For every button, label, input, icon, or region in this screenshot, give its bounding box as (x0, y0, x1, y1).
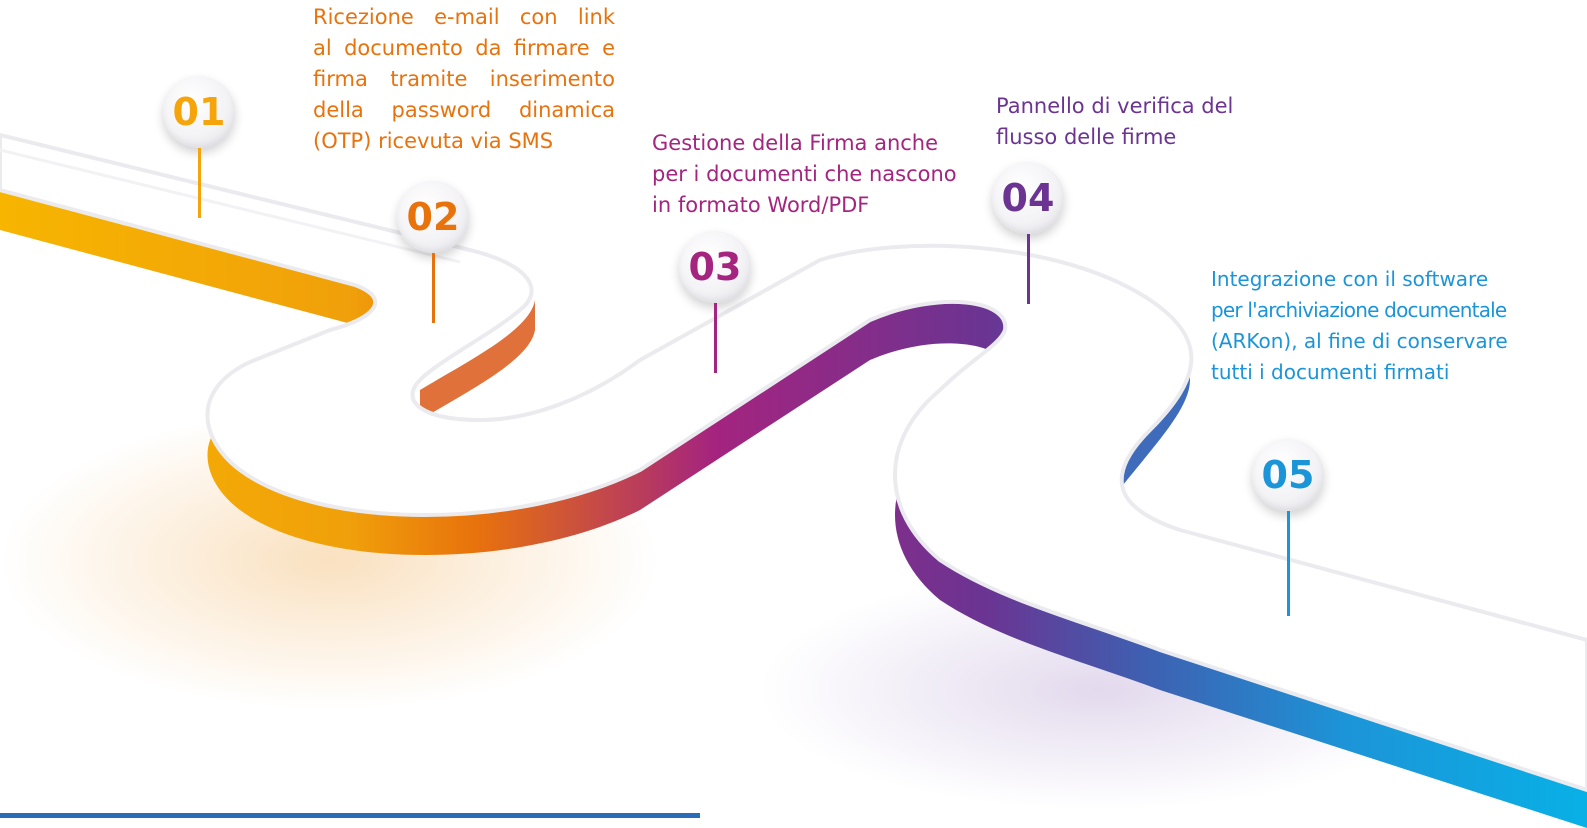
bottom-divider (0, 813, 700, 818)
step-05-line: tutti i documenti firmati (1211, 360, 1450, 384)
step-05-description: Integrazione con il software per l'archi… (1211, 264, 1508, 388)
step-03-line: Gestione della Firma anche (652, 131, 939, 155)
step-04-marker: 04 (992, 162, 1064, 234)
step-03-number: 03 (688, 245, 742, 289)
step-04-number: 04 (1001, 176, 1055, 220)
step-02-stem (432, 253, 435, 323)
step-03-stem (714, 303, 717, 373)
step-01-marker: 01 (163, 76, 235, 148)
step-02-line: Ricezione e-mail con link (313, 5, 615, 29)
step-03-marker: 03 (679, 231, 751, 303)
step-04-line: Pannello di verifica del (996, 94, 1234, 118)
step-02-number: 02 (406, 195, 460, 239)
step-05-stem (1287, 511, 1290, 616)
step-05-line: per l'archiviazione documentale (1211, 298, 1507, 322)
step-02-line: (OTP) ricevuta via SMS (313, 129, 554, 153)
step-04-description: Pannello di verifica del flusso delle fi… (996, 91, 1233, 153)
step-05-marker: 05 (1252, 439, 1324, 511)
step-05-line: (ARKon), al fine di conservare (1211, 329, 1508, 353)
step-04-stem (1027, 234, 1030, 304)
step-03-line: per i documenti che nascono (652, 162, 957, 186)
step-01-stem (198, 148, 201, 218)
step-02-line: al documento da firmare e (313, 36, 615, 60)
step-04-line: flusso delle firme (996, 125, 1177, 149)
step-02-marker: 02 (397, 181, 469, 253)
step-02-line: della password dinamica (313, 98, 615, 122)
step-05-line: Integrazione con il software (1211, 267, 1489, 291)
step-02-line: firma tramite inserimento (313, 67, 615, 91)
step-02-description: Ricezione e-mail con link al documento d… (313, 2, 615, 157)
step-03-line: in formato Word/PDF (652, 193, 870, 217)
step-01-number: 01 (172, 90, 226, 134)
step-03-description: Gestione della Firma anche per i documen… (652, 128, 957, 221)
step-05-number: 05 (1261, 453, 1315, 497)
